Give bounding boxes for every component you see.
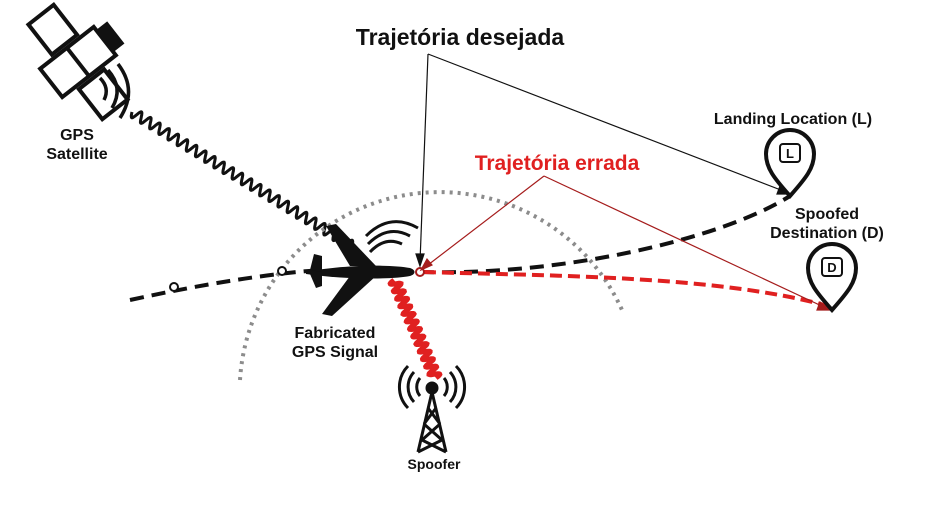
spoofer-label: Spoofer xyxy=(407,456,461,472)
flight-path-before xyxy=(129,268,321,302)
flight-path-desired xyxy=(419,194,792,275)
spoofed-destination-label: Spoofed Destination (D) xyxy=(770,206,884,243)
drone-icon xyxy=(306,224,415,316)
spoofer-tower-icon xyxy=(416,381,448,454)
satellite-icon xyxy=(25,2,131,122)
waypoint-2 xyxy=(277,266,287,276)
waypoint-1 xyxy=(169,282,179,292)
satellite-label: GPS Satellite xyxy=(46,127,108,164)
landing-pin-label: L xyxy=(786,146,794,161)
flight-path-spoofed xyxy=(423,270,829,308)
satellite-signal-wave xyxy=(129,110,355,248)
range-arc xyxy=(238,190,624,381)
wrong-arrows xyxy=(419,175,832,311)
satellite-signal-icon xyxy=(98,62,131,119)
spoof-signal-wave xyxy=(387,278,443,380)
drone-receiver-icon xyxy=(364,220,419,254)
spoofer-broadcast-icon xyxy=(397,364,467,410)
spoofed-pin-icon: D xyxy=(805,242,859,314)
spoofed-pin-label: D xyxy=(827,260,836,275)
fabricated-signal-label: Fabricated GPS Signal xyxy=(291,325,379,362)
desired-trajectory-label: Trajetória desejada xyxy=(355,24,565,50)
wrong-trajectory-label: Trajetória errada xyxy=(474,152,640,175)
landing-pin-icon: L xyxy=(763,128,817,200)
landing-location-label: Landing Location (L) xyxy=(713,111,873,128)
